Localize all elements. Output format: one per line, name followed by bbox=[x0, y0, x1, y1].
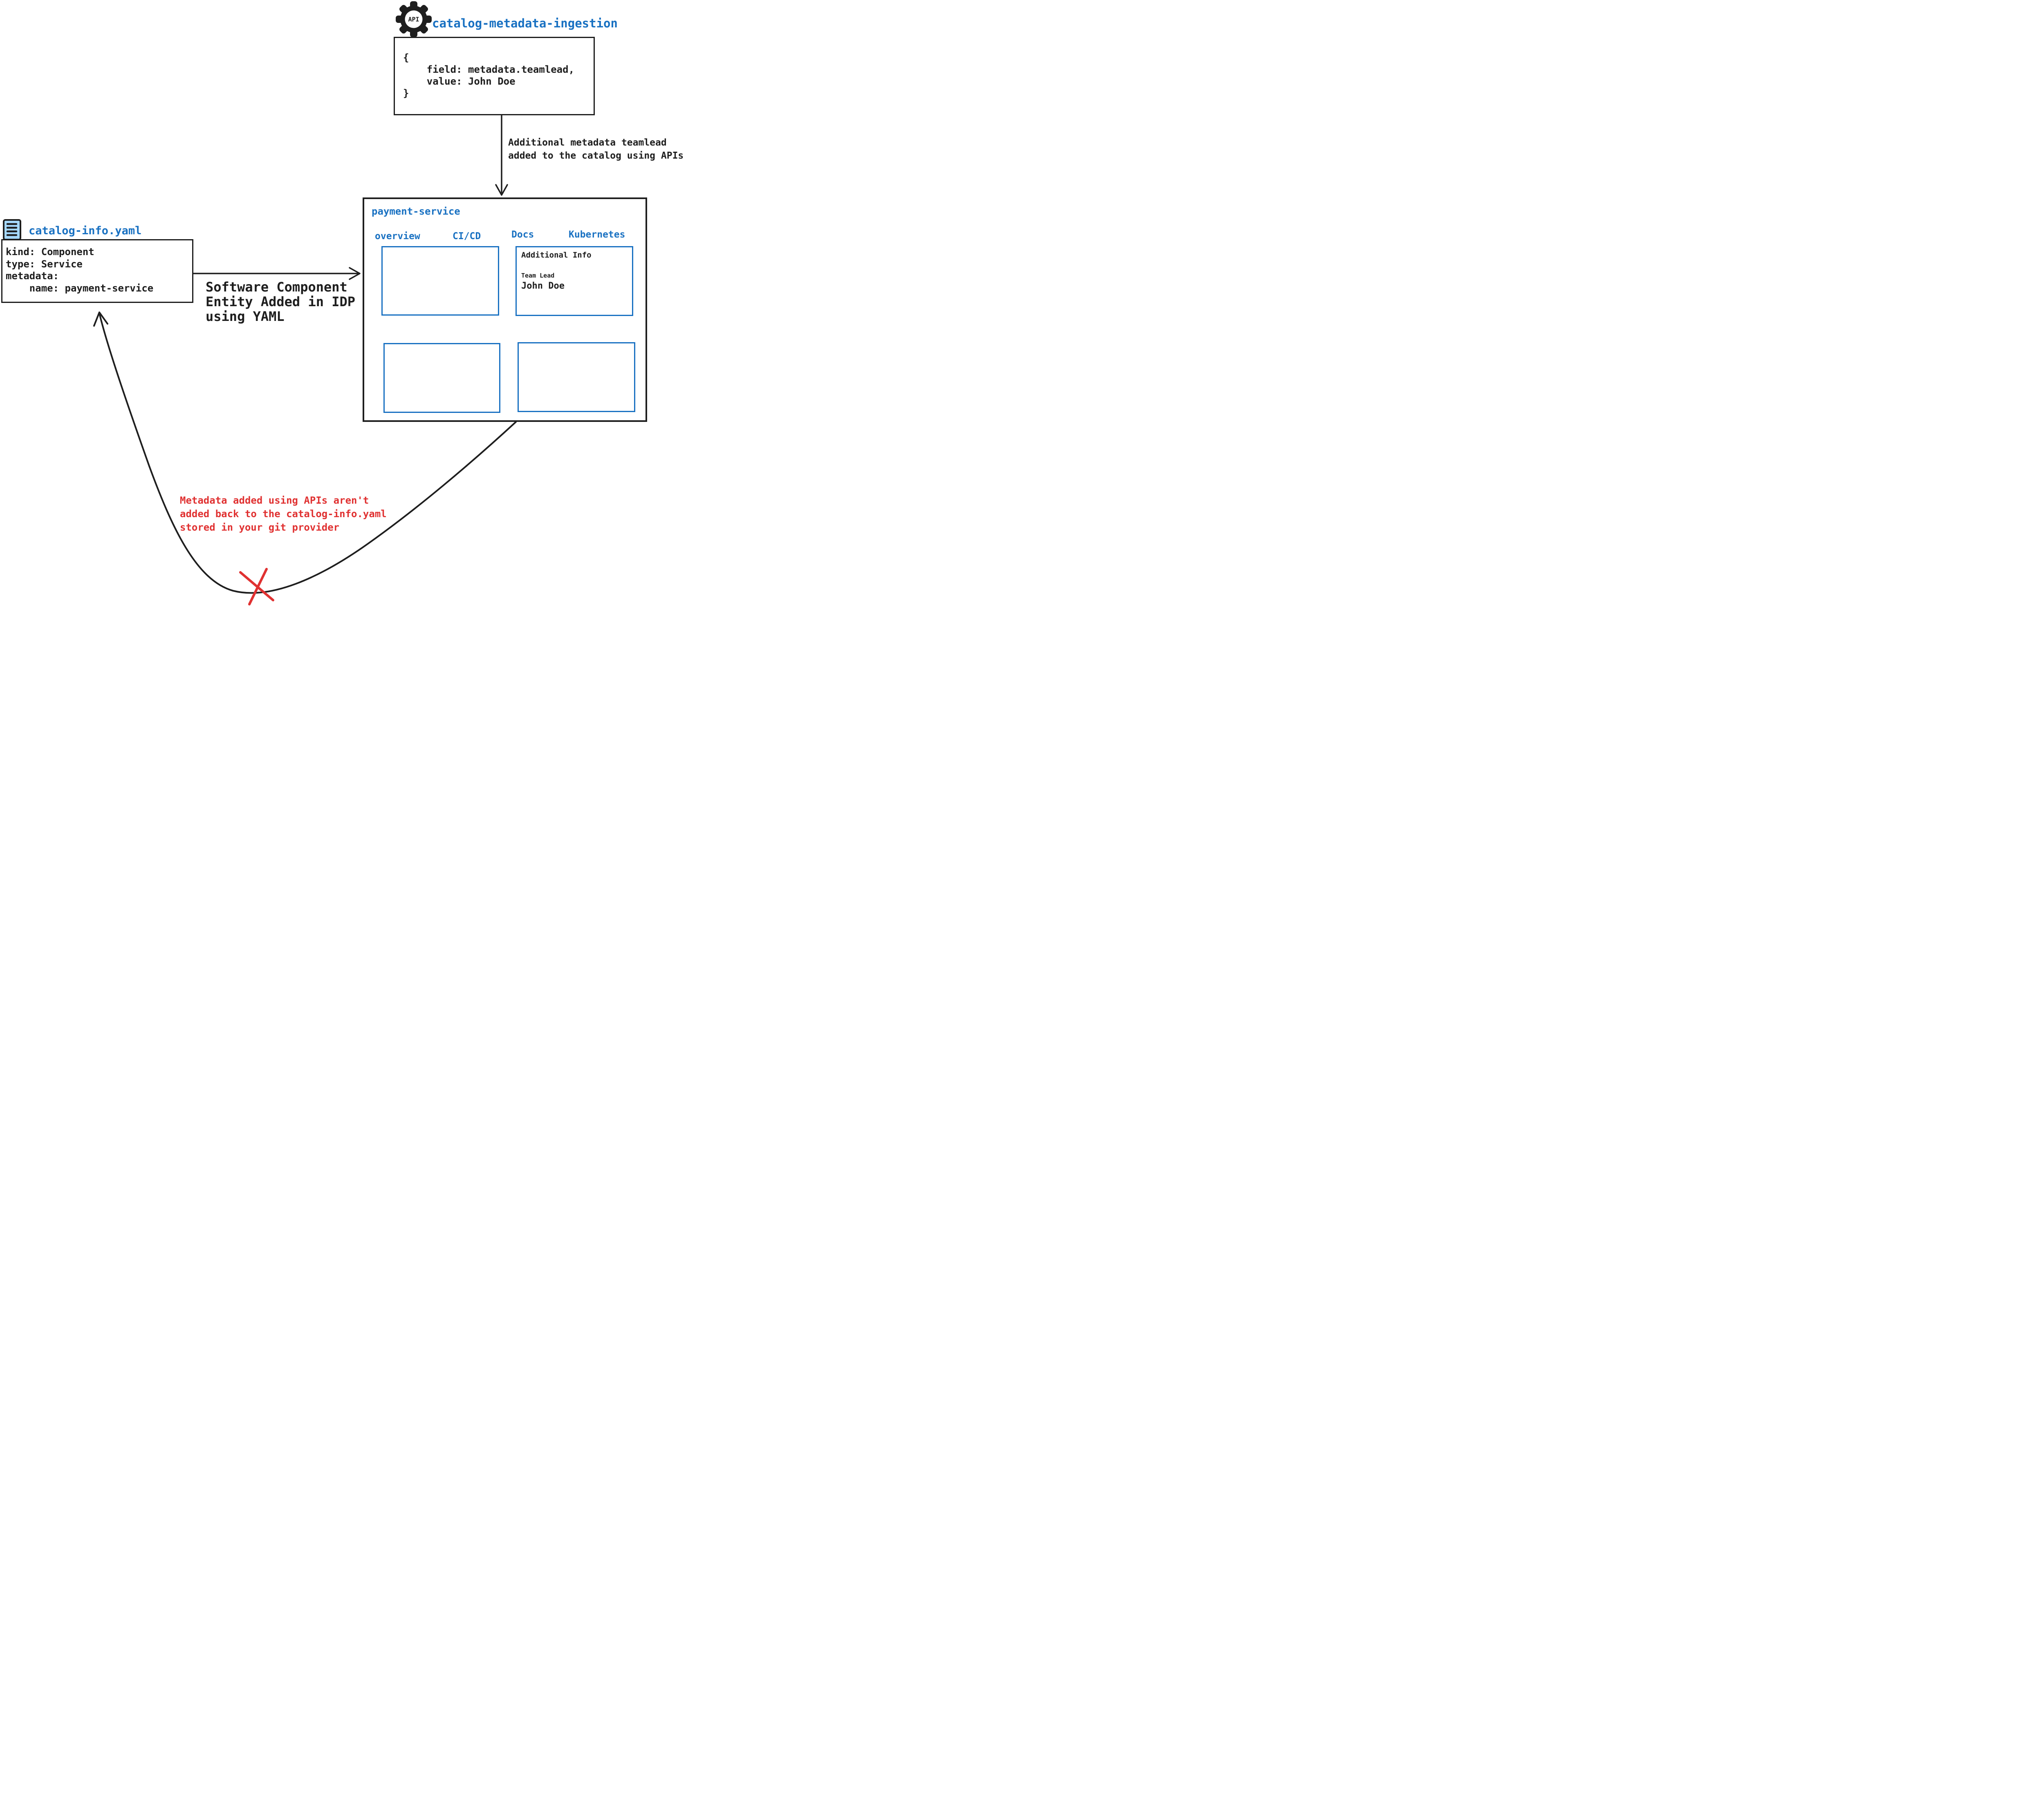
api-payload-line: field: metadata.teamlead, bbox=[403, 64, 575, 75]
tab-docs: Docs bbox=[511, 229, 534, 240]
idp-window-title: payment-service bbox=[372, 206, 460, 217]
yaml-line: name: payment-service bbox=[6, 282, 154, 294]
panel-placeholder-bottom-left bbox=[383, 343, 500, 413]
tab-overview: overview bbox=[375, 231, 420, 242]
api-payload-line: value: John Doe bbox=[403, 76, 515, 87]
yaml-to-idp-arrow bbox=[193, 267, 361, 280]
red-cross-icon bbox=[239, 568, 274, 605]
panel-placeholder-bottom-right bbox=[518, 342, 635, 412]
api-to-catalog-arrow bbox=[495, 115, 508, 196]
yaml-line: kind: Component bbox=[6, 246, 94, 258]
yaml-line: metadata: bbox=[6, 270, 59, 282]
yaml-arrow-label: Software Component Entity Added in IDP u… bbox=[206, 279, 356, 324]
panel-placeholder-top-left bbox=[381, 246, 499, 316]
yaml-line: type: Service bbox=[6, 258, 83, 270]
tab-cicd: CI/CD bbox=[453, 231, 481, 242]
feedback-warning-note: Metadata added using APIs aren't added b… bbox=[180, 495, 387, 533]
api-payload-box: { field: metadata.teamlead, value: John … bbox=[394, 37, 595, 115]
gear-api-label: API bbox=[408, 16, 419, 23]
team-lead-value: John Doe bbox=[521, 281, 565, 291]
document-icon bbox=[3, 219, 21, 240]
api-payload-line: { bbox=[403, 52, 409, 63]
yaml-filename: catalog-info.yaml bbox=[29, 224, 142, 237]
api-payload-line: } bbox=[403, 87, 409, 99]
idp-window: payment-service overview CI/CD Docs Kube… bbox=[363, 197, 647, 422]
diagram-canvas: API catalog-metadata-ingestion { field: … bbox=[0, 0, 688, 606]
additional-info-heading: Additional Info bbox=[521, 251, 592, 260]
tab-kubernetes: Kubernetes bbox=[569, 229, 625, 240]
api-arrow-label: Additional metadata teamlead added to th… bbox=[508, 137, 684, 161]
gear-api-icon: API bbox=[396, 1, 432, 37]
api-ingestion-title: catalog-metadata-ingestion bbox=[432, 16, 618, 30]
yaml-box: kind: Component type: Service metadata: … bbox=[1, 239, 193, 303]
team-lead-label: Team Lead bbox=[521, 272, 555, 279]
panel-additional-info: Additional Info Team Lead John Doe bbox=[515, 246, 633, 316]
